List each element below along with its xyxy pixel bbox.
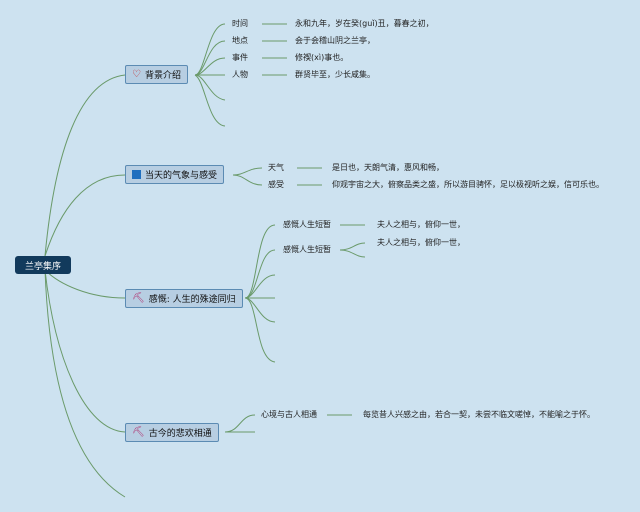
leaf-key[interactable]: 人物 (232, 70, 248, 79)
leaf-key[interactable]: 感慨人生短暂 (283, 220, 331, 229)
leaf-value[interactable]: 永和九年，岁在癸(guǐ)丑，暮春之初， (295, 19, 434, 28)
connector-root-extra (44, 269, 126, 498)
branch-label: 古今的悲欢相通 (148, 429, 212, 439)
connector-root-branch-1 (44, 74, 126, 257)
leaf-value[interactable]: 夫人之相与，俯仰一世， (377, 238, 465, 247)
leaf-key[interactable]: 天气 (268, 163, 284, 172)
leaf-value[interactable]: 修禊(xì)事也。 (295, 53, 349, 62)
pickaxe-icon: ⛏ (132, 292, 145, 304)
flag-icon (132, 170, 141, 179)
leaf-value[interactable]: 夫人之相与，俯仰一世， (377, 220, 465, 229)
branch-life-lament[interactable]: ⛏ 感慨: 人生的殊途同归 (125, 289, 243, 308)
branch-label: 当天的气象与感受 (145, 171, 218, 181)
branch-past-present[interactable]: ⛏ 古今的悲欢相通 (125, 423, 219, 442)
leaf-key[interactable]: 感慨人生短暂 (283, 245, 331, 254)
branch-background-intro[interactable]: ♡ 背景介绍 (125, 65, 188, 84)
leaf-value[interactable]: 群贤毕至，少长咸集。 (295, 70, 375, 79)
connector-root-branch-2 (44, 174, 126, 257)
leaf-key[interactable]: 地点 (232, 36, 248, 45)
connector-root-branch-3 (44, 269, 126, 299)
leaf-key[interactable]: 感受 (268, 180, 284, 189)
leaf-key[interactable]: 时间 (232, 19, 248, 28)
branch-label: 感慨: 人生的殊途同归 (148, 295, 236, 305)
leaf-value[interactable]: 会于会稽山阴之兰亭， (295, 36, 375, 45)
heart-icon: ♡ (132, 68, 141, 80)
leaf-key[interactable]: 心境与古人相通 (261, 410, 317, 419)
leaf-value[interactable]: 是日也，天朗气清，惠风和畅， (332, 163, 444, 172)
branch-label: 背景介绍 (144, 71, 181, 81)
leaf-key[interactable]: 事件 (232, 53, 248, 62)
connector-root-branch-4 (44, 269, 126, 433)
leaf-value[interactable]: 仰观宇宙之大，俯察品类之盛，所以游目骋怀，足以极视听之娱，信可乐也。 (332, 180, 604, 189)
branch-weather-feeling[interactable]: 当天的气象与感受 (125, 165, 225, 184)
leaf-value[interactable]: 每览昔人兴感之由，若合一契，未尝不临文嗟悼，不能喻之于怀。 (363, 410, 595, 419)
pickaxe-icon: ⛏ (132, 426, 145, 438)
root-node[interactable]: 兰亭集序 (15, 256, 71, 274)
